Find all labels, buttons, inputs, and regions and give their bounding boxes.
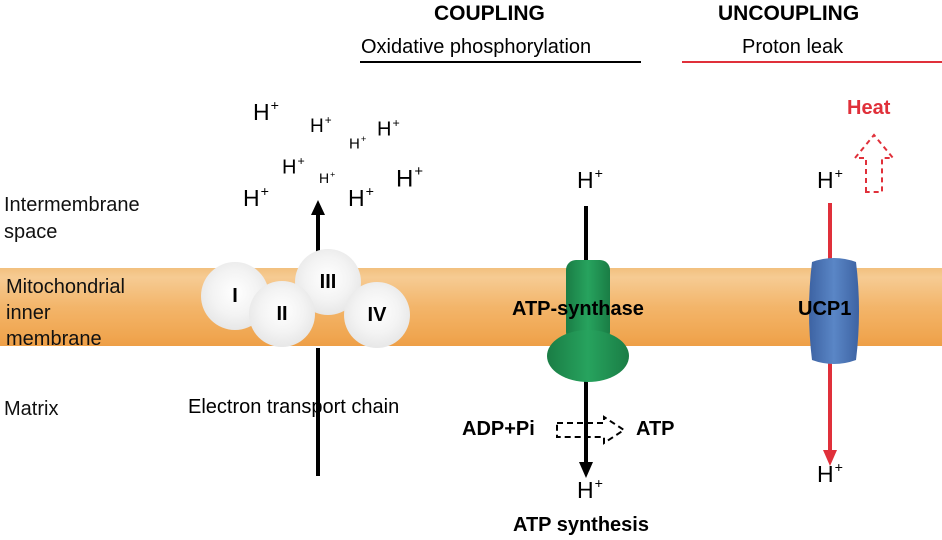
inner-membrane-band [0,268,942,346]
proton-label: H+ [377,116,400,141]
proton-leak-subheading: Proton leak [742,36,844,58]
proton-label: H+ [319,169,336,187]
proton-label: H+ [396,164,424,193]
complex-ii: II [249,281,315,347]
oxphos-subheading: Oxidative phosphorylation [361,36,592,58]
proton-label: H+ [817,166,843,193]
atp-synthase-protein [547,260,629,382]
proton-label: H+ [348,184,374,211]
proton-label: H+ [349,134,367,153]
heat-label: Heat [847,97,891,119]
complex-iv: IV [344,282,410,348]
intermembrane-space-label: Intermembrane space [4,194,140,243]
atp-synthesis-label: ATP synthesis [513,514,649,536]
inner-membrane-label: Mitochondrial inner membrane [6,276,125,350]
etc-arrow [311,200,325,476]
proton-label: H+ [577,476,603,503]
adp-to-atp-arrow [556,415,626,445]
adp-pi-label: ADP+Pi [462,418,535,440]
proton-leak-underline [682,61,942,63]
heat-arrow [852,133,896,193]
proton-label: H+ [310,114,332,138]
oxphos-underline [360,61,641,63]
atp-label: ATP [636,418,675,440]
ucp1-label: UCP1 [798,298,852,320]
proton-label: H+ [577,166,603,193]
proton-label: H+ [253,98,279,125]
atp-synthase-label: ATP-synthase [512,298,644,320]
etc-label: Electron transport chain [188,396,400,418]
proton-label: H+ [243,184,269,211]
coupling-heading: COUPLING [434,2,545,25]
uncoupling-heading: UNCOUPLING [718,2,860,25]
matrix-label: Matrix [4,398,59,420]
proton-label: H+ [817,460,843,487]
ucp1-protein [809,258,859,364]
proton-label: H+ [282,154,305,179]
